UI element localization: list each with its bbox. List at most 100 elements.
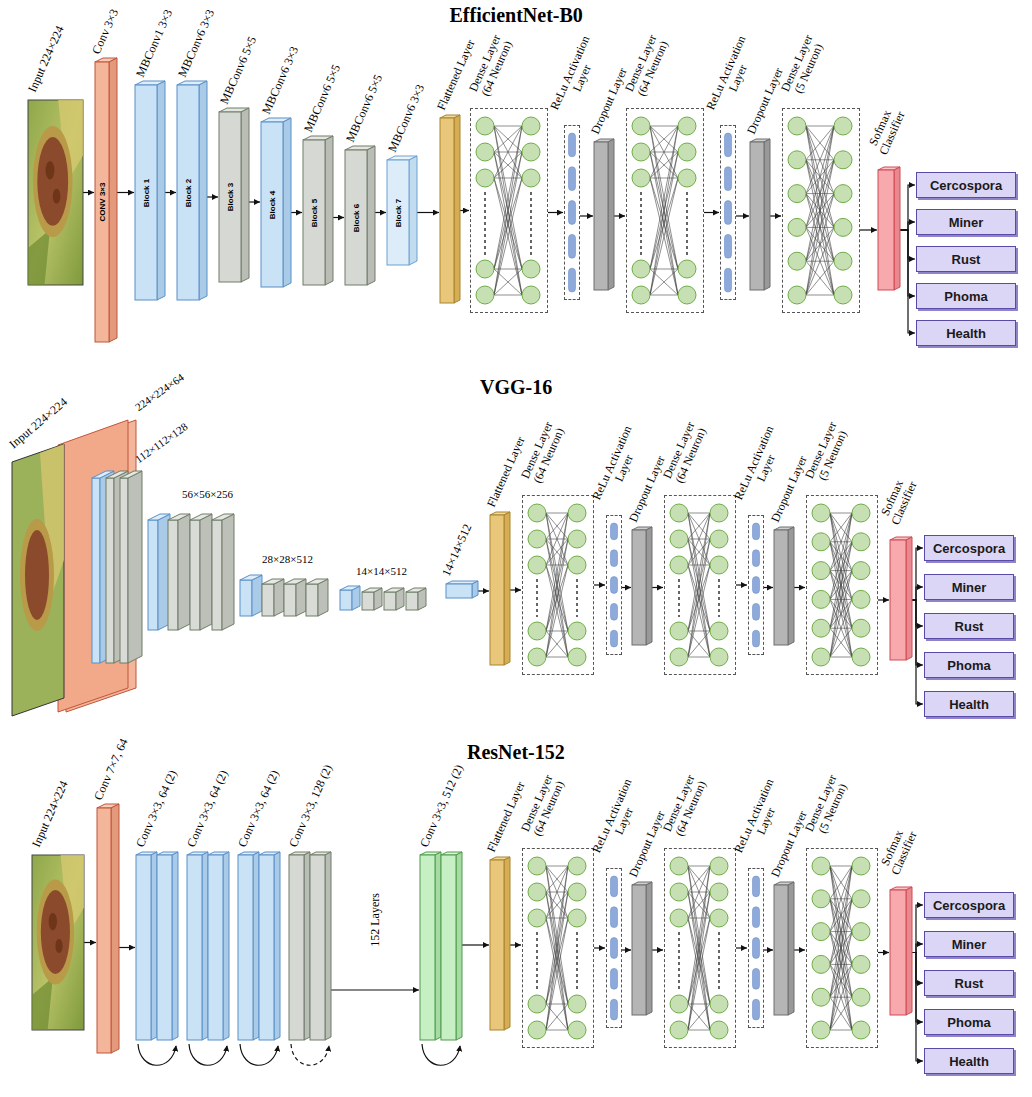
neuron-link: [688, 565, 710, 566]
neuron-link: [830, 866, 852, 1030]
neuron-link: [806, 227, 834, 295]
leaf-spot: [46, 161, 55, 180]
neuron-link: [806, 126, 834, 127]
neuron: [710, 1021, 728, 1039]
block-front-face: [310, 855, 325, 1040]
neuron-link: [830, 599, 852, 657]
conv-layer: Conv 7×7, 64: [97, 808, 111, 1053]
neuron: [834, 117, 852, 135]
dropout-layer: Dropout Layer: [632, 530, 646, 645]
layer-label: MBConv6 5×5: [218, 34, 260, 106]
mbconv-block: MBConv6 5×5Block 5: [303, 140, 325, 285]
neuron-link: [546, 513, 568, 657]
block-name: Block 1: [142, 178, 151, 206]
neuron: [812, 988, 830, 1006]
layer-label: Sofmax Classifier: [862, 97, 911, 164]
relu-unit: [611, 577, 618, 594]
neuron: [670, 648, 688, 666]
block-side-face: [151, 852, 157, 1040]
relu-unit: [753, 907, 760, 928]
slab-front: [284, 584, 296, 616]
layer-block-shape: [749, 138, 771, 291]
relu-unit: [753, 876, 760, 897]
connector-arrow: [375, 212, 386, 213]
connector-arrow: [460, 210, 469, 211]
layer-label: Flattened Layer: [485, 780, 528, 854]
neuron: [710, 883, 728, 901]
block-side-face: [788, 527, 794, 645]
block-front-face: [135, 85, 157, 300]
block-front-face: [345, 150, 367, 285]
leaf-background: [28, 100, 83, 285]
neuron-link: [830, 964, 852, 1030]
dimension-label: 28×28×512: [262, 553, 313, 566]
neuron-link: [830, 513, 852, 571]
layer-label: Sofmax Classifier: [874, 467, 923, 534]
neuron: [678, 286, 696, 304]
neuron-link: [650, 126, 678, 269]
conv-layer: Conv 3×3CONV 3×3: [95, 62, 109, 342]
connector-arrow: [580, 215, 593, 216]
neuron-link: [688, 631, 710, 632]
layer-block-shape: [207, 851, 230, 1041]
neuron: [670, 622, 688, 640]
dense-layer: Dense Layer (64 Neuron): [522, 848, 594, 1048]
neuron-link: [650, 178, 678, 295]
leaf-spot: [55, 939, 62, 953]
neuron: [834, 218, 852, 236]
neuron-ellipsis: [718, 579, 720, 617]
neuron: [788, 185, 806, 203]
residual-block: Conv 3×3, 64 (2): [238, 855, 274, 1040]
neuron: [710, 504, 728, 522]
slab-side: [128, 471, 142, 663]
slab-top: [262, 579, 284, 584]
neuron-ellipsis: [530, 192, 532, 255]
block-side-face: [325, 136, 333, 285]
neuron-graph: [470, 108, 548, 313]
connector-arrow: [900, 222, 915, 230]
neuron: [670, 504, 688, 522]
leaf-photo: [32, 855, 84, 1030]
section-title: ResNet-152: [467, 741, 565, 764]
neuron-link: [688, 539, 710, 657]
neuron-link: [546, 1030, 568, 1031]
feature-map-slab: [306, 579, 328, 616]
class-box: Phoma: [924, 652, 1014, 678]
slab-top: [362, 588, 382, 592]
neuron-link: [830, 997, 852, 1030]
neuron-link: [688, 918, 710, 919]
layer-block-shape: [309, 851, 332, 1041]
slab-top: [406, 588, 426, 592]
feature-map-slab: [148, 514, 170, 630]
feature-map-slab: [340, 586, 360, 610]
neuron: [670, 530, 688, 548]
slab-front: [240, 580, 252, 616]
flatten-layer: Flattened Layer: [490, 515, 504, 665]
connector-arrow: [84, 942, 96, 943]
neuron: [834, 151, 852, 169]
dropout-layer: Dropout Layer: [750, 142, 764, 290]
neuron-link: [806, 126, 834, 194]
flatten-layer: Flattened Layer: [490, 860, 504, 1030]
neuron-link: [650, 269, 678, 295]
neuron: [670, 883, 688, 901]
layer-label: 14×14×512: [440, 522, 475, 578]
relu-unit: [611, 907, 618, 928]
connector-arrow: [764, 587, 773, 588]
slab-top: [240, 575, 262, 580]
block-front-face: [632, 885, 646, 1015]
flatten-layer: Flattened Layer: [440, 118, 454, 303]
neuron-link: [830, 1030, 852, 1031]
relu-units: [748, 868, 764, 1028]
layer-label: Flattened Layer: [435, 38, 478, 112]
dense-layer: Dense Layer (64 Neuron): [470, 108, 548, 313]
block-front-face: [259, 855, 274, 1040]
neuron-link: [494, 126, 522, 269]
neuron: [852, 890, 870, 908]
block-front-face: [750, 142, 764, 290]
neuron-link: [830, 513, 852, 542]
neuron-link: [650, 178, 678, 179]
layer-label: Input 224×224: [26, 24, 67, 94]
neuron: [522, 169, 540, 187]
neuron-graph: [626, 108, 704, 313]
